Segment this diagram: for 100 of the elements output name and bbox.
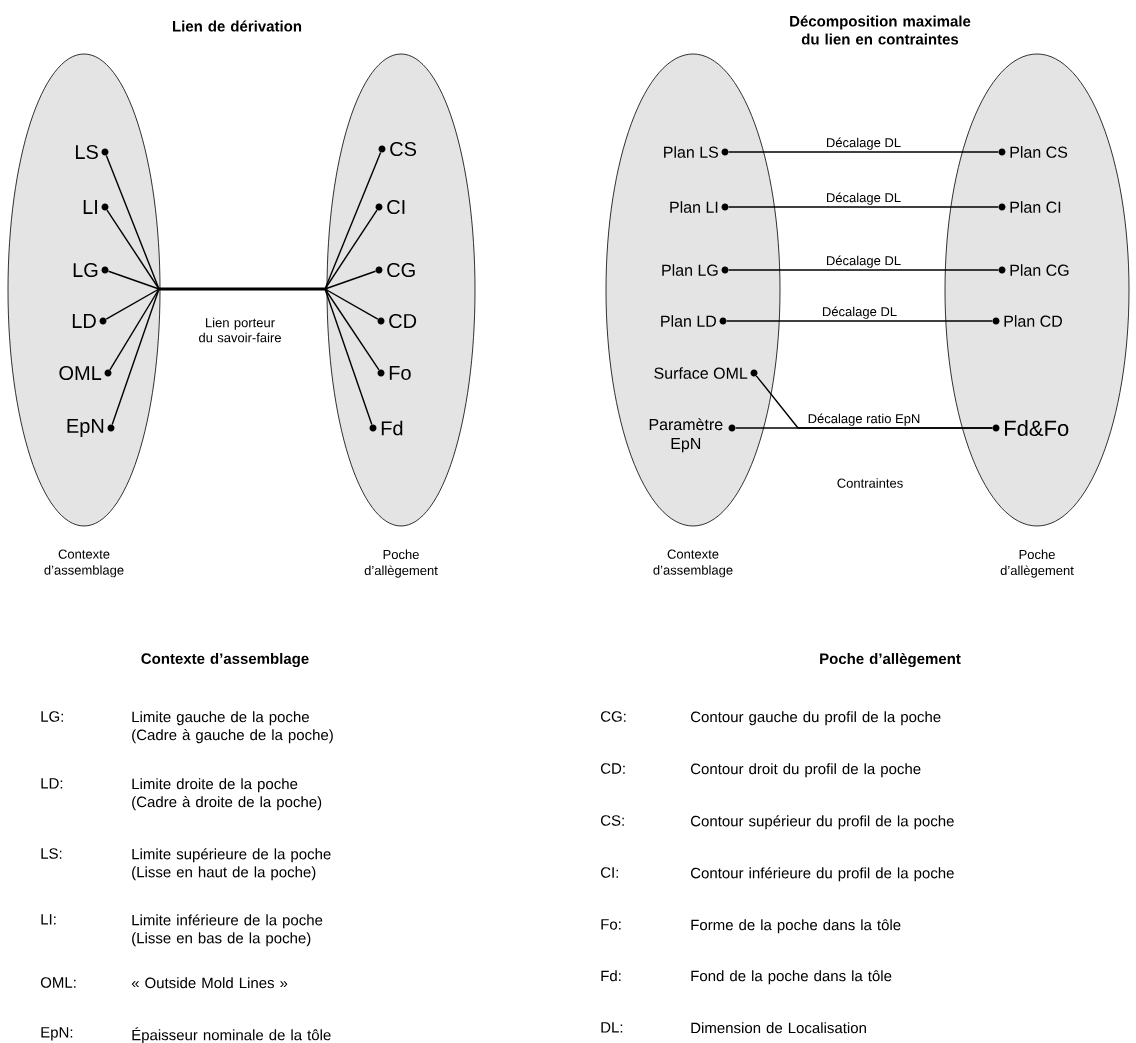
node-label: CD	[389, 313, 417, 329]
abbreviation: CG:	[600, 711, 626, 722]
labeled-point: LI	[83, 200, 109, 214]
labeled-point: CG	[375, 262, 415, 278]
connector-line	[324, 288, 379, 320]
definition: Fond de la poche dans la tôle	[691, 970, 892, 985]
connector-line	[324, 288, 373, 426]
edge-label: Décalage DL	[827, 137, 901, 150]
node-label: Fd	[381, 420, 403, 436]
labeled-point: Plan LS	[664, 146, 729, 158]
connector-line	[324, 209, 378, 290]
abbreviation: LD:	[41, 778, 63, 789]
labeled-point: LD	[72, 314, 107, 328]
labeled-point: Surface OML	[654, 367, 758, 379]
connector-line	[324, 151, 382, 290]
node-label: Plan LS	[664, 146, 719, 158]
connector-line	[111, 288, 160, 426]
node-label: LD	[72, 314, 96, 328]
region-caption: Poche d’allègement	[364, 549, 438, 578]
node-label: LS	[75, 144, 98, 160]
abbreviation: CS:	[600, 815, 624, 826]
panel-title: Décomposition maximale du lien en contraintes	[790, 15, 971, 45]
connector-line	[107, 270, 160, 290]
legend-heading: Poche d’allègement	[820, 652, 961, 668]
edge-label: Décalage DL	[827, 192, 901, 205]
node-label: Plan CS	[1010, 146, 1068, 158]
abbreviation: Fo:	[601, 919, 621, 930]
labeled-point: Fd	[369, 420, 403, 436]
abbreviation: LG:	[41, 711, 63, 722]
edge-label: Décalage ratio EpN	[808, 413, 920, 426]
node-label: CS	[390, 141, 417, 157]
trunk-label: Lien porteur du savoir-faire	[199, 317, 281, 343]
definition: Limite gauche de la poche (Cadre à gauche de la poche)	[132, 711, 333, 744]
labeled-point: Fo	[377, 366, 411, 380]
definition: Contour droit du profil de la poche	[690, 763, 921, 778]
labeled-point: Paramètre EpN	[649, 418, 736, 453]
legend-heading: Contexte d’assemblage	[141, 652, 309, 668]
edge-label: Décalage DL	[827, 255, 901, 268]
labeled-point: OML	[59, 365, 112, 381]
region-label: Contraintes	[837, 478, 903, 488]
connector-line	[728, 269, 999, 271]
connector-line	[106, 209, 160, 290]
region-caption: Contexte d’assemblage	[44, 549, 124, 578]
abbreviation: LI:	[41, 914, 56, 925]
abbreviation: Fd:	[601, 970, 621, 982]
definition: Contour gauche du profil de la poche	[690, 711, 941, 726]
connector-line	[735, 427, 993, 429]
connector-line	[728, 206, 999, 208]
definition: Limite supérieure de la poche (Lisse en haut de la poche)	[132, 848, 331, 881]
labeled-point: Plan CD	[992, 315, 1062, 327]
panel-title: Lien de dérivation	[173, 20, 302, 32]
node-label: CG	[387, 262, 415, 278]
labeled-point: EpN	[67, 419, 115, 437]
node-label: LI	[83, 200, 97, 214]
definition: Épaisseur nominale de la tôle	[132, 1027, 331, 1043]
definition: Dimension de Localisation	[691, 1022, 866, 1034]
abbreviation: DL:	[601, 1022, 623, 1033]
labeled-point: CD	[377, 313, 417, 329]
labeled-point: Plan CS	[998, 146, 1068, 158]
connector-line	[105, 288, 160, 320]
node-label: Plan CG	[1010, 264, 1069, 276]
region-caption: Contexte d’assemblage	[653, 549, 733, 578]
labeled-point: Plan LG	[662, 264, 729, 276]
node-label: EpN	[67, 419, 104, 437]
connector-line	[109, 288, 160, 371]
node-label: Fd&Fo	[1005, 419, 1069, 437]
definition: Forme de la poche dans la tôle	[691, 919, 901, 934]
edge-label: Décalage DL	[823, 306, 897, 319]
definition: Limite droite de la poche (Cadre à droite de la poche)	[132, 778, 322, 811]
abbreviation: CI:	[600, 867, 618, 878]
node-label: LG	[73, 262, 98, 278]
abbreviation: CD:	[600, 763, 625, 774]
trunk-line	[159, 287, 325, 291]
node-label: Fo	[389, 366, 411, 380]
abbreviation: OML:	[40, 977, 76, 988]
node-label: OML	[59, 365, 102, 381]
labeled-point: Plan CG	[998, 264, 1069, 276]
connector-line	[728, 151, 999, 153]
labeled-point: CS	[378, 141, 417, 157]
labeled-point: Plan LI	[670, 201, 729, 213]
connector-line	[324, 288, 380, 371]
node-label: Plan LD	[661, 315, 717, 327]
connector-line	[726, 320, 993, 322]
region-caption: Poche d’allègement	[1000, 549, 1074, 578]
abbreviation: LS:	[41, 848, 62, 859]
labeled-point: LS	[76, 144, 109, 160]
labeled-point: Plan CI	[998, 201, 1061, 213]
labeled-point: CI	[375, 199, 405, 215]
connector-line	[105, 154, 160, 290]
definition: Contour inférieure du profil de la poche	[690, 867, 954, 882]
connector-line	[324, 270, 377, 290]
abbreviation: EpN:	[41, 1027, 73, 1041]
labeled-point: Fd&Fo	[992, 419, 1069, 437]
node-label: Plan LI	[670, 201, 718, 213]
node-label: CI	[387, 199, 405, 215]
labeled-point: Plan LD	[661, 315, 727, 327]
node-label: Plan LG	[662, 264, 718, 276]
node-label: Plan CI	[1010, 201, 1061, 213]
node-label: Plan CD	[1004, 315, 1062, 327]
definition: « Outside Mold Lines »	[131, 977, 288, 989]
